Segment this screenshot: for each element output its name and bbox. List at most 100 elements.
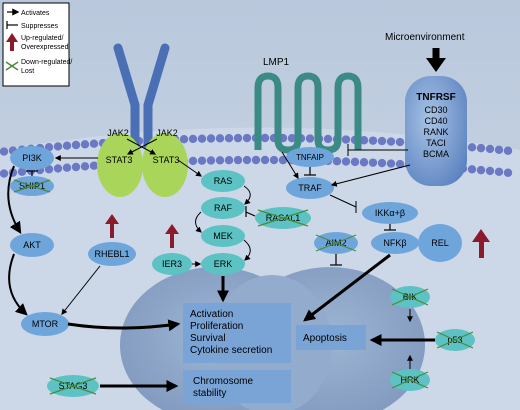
membrane-bead bbox=[386, 137, 396, 146]
membrane-bead bbox=[62, 141, 72, 150]
mtor-node: MTOR bbox=[21, 312, 69, 336]
membrane-bead bbox=[359, 136, 369, 145]
svg-text:Chromosome: Chromosome bbox=[193, 376, 253, 387]
svg-text:TNFAIP: TNFAIP bbox=[296, 153, 324, 162]
membrane-bead bbox=[89, 161, 99, 170]
svg-text:IKKα+β: IKKα+β bbox=[375, 208, 405, 218]
cytokine-receptor bbox=[113, 43, 170, 150]
lmp1-label: LMP1 bbox=[263, 57, 290, 68]
svg-text:RHEBL1: RHEBL1 bbox=[94, 249, 129, 259]
membrane-bead bbox=[71, 140, 81, 150]
membrane-bead bbox=[386, 159, 396, 168]
membrane-bead bbox=[71, 162, 81, 172]
svg-text:IER3: IER3 bbox=[162, 259, 182, 269]
lmp1-protein bbox=[254, 72, 362, 154]
membrane-bead bbox=[188, 156, 198, 166]
up-arrow-icon bbox=[6, 33, 18, 51]
traf-node: TRAF bbox=[286, 177, 334, 199]
membrane-bead bbox=[0, 147, 9, 156]
svg-text:RAS: RAS bbox=[214, 176, 233, 186]
membrane-bead bbox=[287, 134, 297, 143]
membrane-bead bbox=[368, 136, 378, 145]
membrane-bead bbox=[305, 134, 315, 143]
membrane-bead bbox=[53, 142, 63, 151]
membrane-bead bbox=[359, 158, 369, 167]
membrane-bead bbox=[476, 165, 486, 175]
tnfrsf-title: TNFRSF bbox=[416, 92, 455, 103]
membrane-bead bbox=[224, 155, 234, 165]
membrane-bead bbox=[467, 165, 477, 174]
stat3-right-label: STAT3 bbox=[153, 155, 180, 165]
membrane-bead bbox=[233, 155, 243, 165]
microenvironment-arrow bbox=[426, 58, 446, 72]
membrane-bead bbox=[395, 159, 405, 169]
membrane-bead bbox=[44, 165, 54, 174]
membrane-bead bbox=[260, 133, 270, 143]
membrane-bead bbox=[485, 144, 495, 154]
nfkb-node: NFKβ bbox=[371, 232, 419, 254]
membrane-bead bbox=[233, 133, 243, 143]
membrane-bead bbox=[350, 157, 360, 167]
svg-text:ERK: ERK bbox=[214, 259, 233, 269]
jak2-left-label: JAK2 bbox=[107, 128, 129, 138]
hrk-node: HRK bbox=[390, 369, 430, 391]
legend-downregulated-2: Lost bbox=[21, 68, 34, 75]
membrane-bead bbox=[215, 156, 225, 165]
process-cytokine-secretion: Cytokine secretion bbox=[190, 345, 272, 356]
stat3-left-node bbox=[97, 133, 143, 197]
legend-activates: Activates bbox=[21, 10, 50, 17]
membrane-bead bbox=[224, 133, 234, 143]
membrane-bead bbox=[395, 137, 405, 147]
membrane-bead bbox=[242, 133, 252, 143]
tnfaip-node: TNFAIP bbox=[286, 147, 334, 167]
membrane-bead bbox=[197, 134, 207, 143]
jak2-right-label: JAK2 bbox=[156, 128, 178, 138]
membrane-bead bbox=[503, 168, 513, 177]
legend-upregulated-2: Overexpressed bbox=[21, 44, 69, 51]
membrane-bead bbox=[188, 134, 198, 144]
membrane-bead bbox=[269, 155, 279, 165]
mek-node: MEK bbox=[201, 225, 245, 247]
svg-text:stability: stability bbox=[193, 388, 226, 399]
process-proliferation: Proliferation bbox=[190, 321, 243, 332]
p53-node: p53 bbox=[435, 329, 475, 351]
membrane-bead bbox=[0, 169, 9, 178]
membrane-bead bbox=[89, 139, 99, 148]
tnfrsf-member: CD30 bbox=[424, 105, 447, 115]
svg-text:MEK: MEK bbox=[213, 231, 233, 241]
svg-text:NFKβ: NFKβ bbox=[383, 238, 406, 248]
tnfrsf-member: RANK bbox=[423, 127, 448, 137]
membrane-bead bbox=[197, 156, 207, 165]
membrane-bead bbox=[341, 135, 351, 144]
legend-suppresses: Suppresses bbox=[21, 23, 58, 30]
svg-text:Apoptosis: Apoptosis bbox=[303, 333, 347, 344]
membrane-bead bbox=[17, 167, 27, 176]
ier3-node: IER3 bbox=[152, 253, 192, 275]
membrane-bead bbox=[467, 143, 477, 152]
svg-text:REL: REL bbox=[431, 238, 449, 248]
stat3-right-node bbox=[142, 133, 188, 197]
rel-node: REL bbox=[418, 224, 462, 262]
membrane-bead bbox=[341, 157, 351, 166]
membrane-bead bbox=[278, 155, 288, 165]
membrane-bead bbox=[485, 166, 495, 176]
ship1-node: SHIP1 bbox=[10, 176, 54, 196]
raf-node: RAF bbox=[201, 197, 245, 219]
ikk-node: IKKα+β bbox=[362, 202, 418, 224]
ier3-up-icon bbox=[165, 224, 179, 248]
legend: Activates Suppresses Up-regulated/ Overe… bbox=[2, 2, 72, 87]
membrane-bead bbox=[494, 167, 504, 177]
aim2-node: AIM2 bbox=[314, 232, 358, 254]
membrane-bead bbox=[206, 134, 216, 143]
membrane-bead bbox=[206, 156, 216, 165]
rel-up-icon bbox=[472, 229, 490, 258]
membrane-bead bbox=[80, 162, 90, 171]
membrane-bead bbox=[80, 140, 90, 149]
membrane-bead bbox=[377, 136, 387, 146]
svg-text:MTOR: MTOR bbox=[32, 319, 59, 329]
svg-text:AKT: AKT bbox=[23, 240, 41, 250]
membrane-bead bbox=[251, 155, 261, 165]
membrane-bead bbox=[377, 158, 387, 168]
akt-node: AKT bbox=[10, 233, 54, 257]
